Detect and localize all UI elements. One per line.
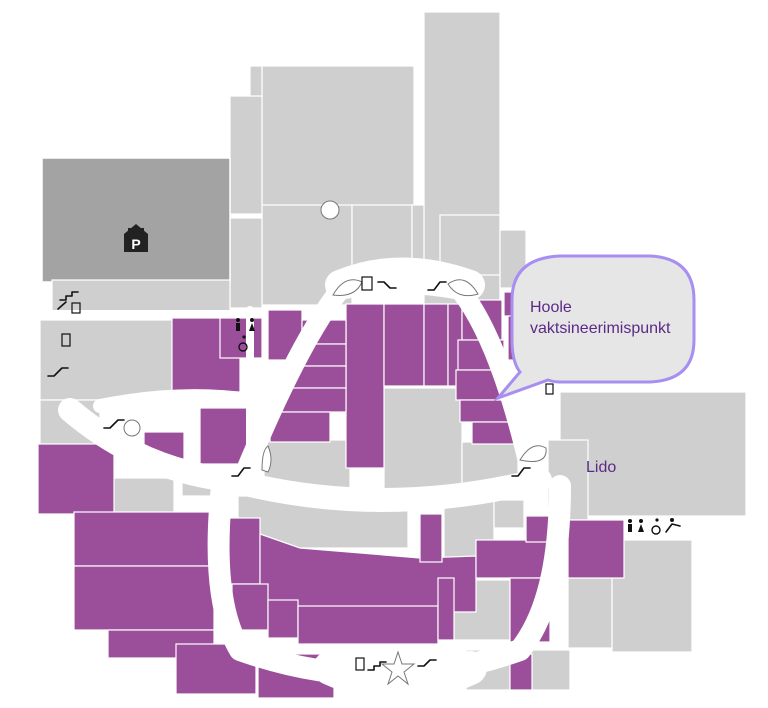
store-unit[interactable] — [261, 65, 415, 207]
store-unit[interactable] — [567, 577, 613, 649]
escalator-icon — [511, 467, 531, 477]
callout-label: Hoole vaktsineerimispunkt — [530, 297, 700, 339]
escalator-icon — [57, 301, 67, 310]
vaccination-point-callout[interactable] — [493, 254, 696, 402]
escalator-icon — [47, 367, 69, 377]
store-unit[interactable] — [249, 65, 263, 97]
stairs-icon — [59, 291, 79, 301]
fountain-marker — [320, 200, 340, 220]
store-unit-highlighted[interactable] — [471, 421, 515, 445]
store-unit[interactable] — [229, 217, 263, 309]
store-unit-highlighted[interactable] — [437, 577, 455, 641]
parking-icon[interactable]: P — [124, 224, 148, 252]
star-icon — [380, 650, 416, 686]
store-unit-highlighted[interactable] — [219, 317, 263, 359]
escalator-icon — [377, 281, 397, 289]
store-unit-highlighted[interactable] — [567, 519, 625, 579]
escalator-icon — [427, 281, 447, 291]
restroom-icon — [236, 318, 255, 331]
store-unit-highlighted[interactable] — [269, 411, 331, 443]
escalator-icon — [417, 659, 437, 667]
east-stores — [547, 391, 747, 653]
store-unit[interactable] — [559, 391, 747, 517]
escalator-icon — [231, 467, 251, 477]
store-unit[interactable] — [529, 649, 571, 691]
elevator-icon — [355, 657, 365, 671]
store-unit[interactable] — [493, 499, 525, 529]
restroom-icon — [628, 519, 644, 532]
wheelchair-icon — [651, 518, 661, 535]
flower-icon — [123, 419, 141, 437]
svg-text:P: P — [131, 236, 140, 252]
store-unit[interactable] — [383, 387, 463, 499]
store-unit-highlighted[interactable] — [199, 407, 249, 465]
elevator-icon — [361, 276, 373, 291]
store-unit-highlighted[interactable] — [419, 513, 443, 563]
store-unit-highlighted[interactable] — [73, 565, 215, 631]
store-unit-highlighted[interactable] — [267, 599, 299, 639]
south-plaza[interactable] — [313, 651, 487, 701]
plant-icon — [519, 445, 547, 462]
elevator-icon — [71, 302, 81, 314]
decorative-plants — [123, 279, 547, 686]
callout-line-2: vaktsineerimispunkt — [530, 320, 671, 337]
store-unit-highlighted[interactable] — [423, 303, 449, 387]
store-unit[interactable] — [39, 319, 181, 401]
escalator-icon — [103, 419, 125, 429]
store-unit-highlighted[interactable] — [37, 443, 115, 515]
drop-icon — [261, 445, 272, 473]
store-unit-highlighted[interactable] — [227, 517, 261, 585]
store-unit-highlighted[interactable] — [297, 605, 439, 645]
store-unit-highlighted[interactable] — [383, 303, 425, 387]
stairs-icon — [367, 661, 387, 671]
parking-garage: P — [41, 157, 231, 317]
store-unit-highlighted[interactable] — [345, 303, 385, 469]
store-unit[interactable] — [107, 477, 175, 515]
callout-line-1: Hoole — [530, 299, 572, 316]
baby-changing-icon — [665, 518, 681, 533]
main-corridor[interactable] — [58, 398, 552, 512]
store-label-lido[interactable]: Lido — [586, 459, 617, 476]
highlighted-stores — [37, 291, 625, 699]
store-unit-highlighted[interactable] — [475, 539, 551, 579]
service-icons — [47, 276, 681, 671]
store-unit-highlighted[interactable] — [73, 511, 215, 567]
plant-icon — [447, 279, 479, 297]
parking-area[interactable] — [41, 157, 231, 283]
elevator-icon — [61, 333, 71, 347]
wheelchair-icon — [238, 335, 248, 352]
store-unit[interactable] — [611, 539, 693, 653]
west-corridor[interactable] — [93, 389, 257, 413]
corridors — [36, 257, 750, 701]
store-unit[interactable] — [229, 95, 263, 215]
elevator-icon — [545, 383, 554, 395]
